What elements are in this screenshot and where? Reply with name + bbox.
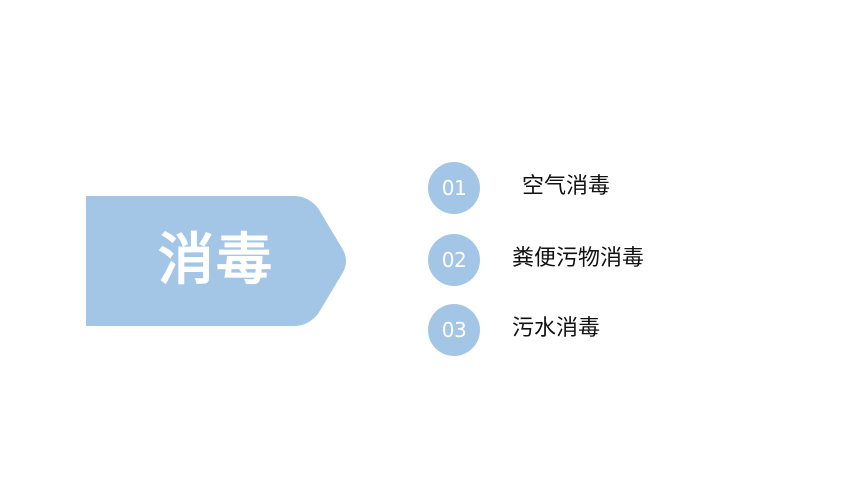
section-title: 消毒 [158, 228, 274, 293]
list-item-label: 空气消毒 [522, 174, 611, 199]
list-item: 02 粪便污物消毒 [428, 234, 828, 286]
number-badge: 01 [428, 162, 480, 214]
list-item-label: 污水消毒 [512, 316, 601, 341]
list-item: 03 污水消毒 [428, 304, 828, 356]
list-item: 01 空气消毒 [428, 162, 828, 214]
banner-arrow-shape [86, 196, 346, 326]
title-banner: 消毒 [86, 196, 348, 326]
number-badge: 02 [428, 234, 480, 286]
number-badge: 03 [428, 304, 480, 356]
list-item-label: 粪便污物消毒 [512, 246, 645, 271]
